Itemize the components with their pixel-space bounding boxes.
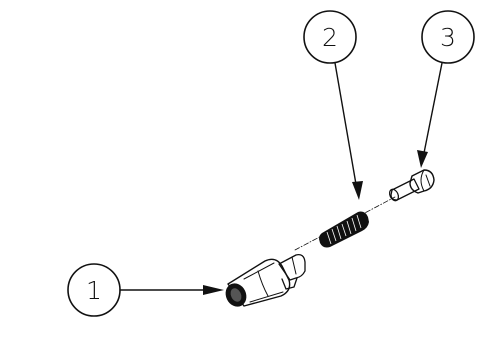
housing-bore bbox=[230, 288, 242, 302]
callout-3-arrowhead bbox=[417, 150, 428, 168]
housing-contour-2 bbox=[249, 291, 284, 303]
housing-body bbox=[227, 258, 291, 307]
pin-head-face bbox=[420, 169, 425, 192]
housing-ridge bbox=[257, 270, 269, 297]
callout-1-label: 1 bbox=[86, 276, 102, 305]
callout-3-leader bbox=[422, 62, 443, 159]
part-2-spring bbox=[319, 211, 369, 248]
housing-contour-1 bbox=[243, 262, 275, 280]
callout-1-arrowhead bbox=[203, 285, 224, 295]
housing-latch-edge bbox=[291, 256, 297, 275]
callout-2-arrowhead bbox=[352, 181, 363, 200]
part-3-pin bbox=[388, 169, 435, 202]
spring-coils bbox=[326, 214, 362, 245]
housing-latch-tab bbox=[281, 277, 298, 290]
callout-3: 3 bbox=[417, 10, 475, 168]
pin-shaft bbox=[390, 178, 420, 201]
callout-1: 1 bbox=[67, 263, 224, 317]
callout-2-bubble bbox=[303, 10, 357, 64]
assembly-axis bbox=[294, 196, 396, 251]
callout-2-leader bbox=[334, 62, 358, 191]
pin-head-slot bbox=[425, 174, 431, 187]
callout-3-label: 3 bbox=[440, 23, 456, 52]
callout-3-bubble bbox=[421, 10, 475, 64]
part-1-housing bbox=[225, 254, 306, 307]
callout-2-label: 2 bbox=[322, 23, 338, 52]
pin-tip bbox=[388, 188, 400, 202]
callout-2: 2 bbox=[303, 10, 363, 200]
pin-head bbox=[409, 169, 435, 194]
